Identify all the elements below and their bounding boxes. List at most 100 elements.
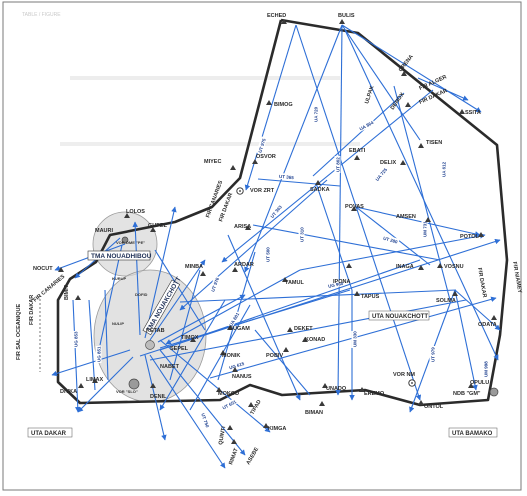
fir-dakar-e: FIR DAKAR (476, 267, 487, 298)
wp-solma: SOLMA (436, 298, 456, 304)
wp-deket: DEKET (294, 326, 313, 332)
route-label-ug851: UG 851 (97, 346, 102, 362)
route-label-ut560: UT 560 (266, 247, 271, 262)
route-label-um998: UM 998 (484, 361, 489, 377)
waypoint-markers (58, 19, 497, 444)
route-label-ut310: UT 310 (300, 227, 305, 242)
ndb-gm-icon (489, 387, 499, 397)
wp-sepel: SEPEL (170, 346, 189, 352)
wp-tisen: TISEN (426, 140, 442, 146)
vor-slo-label: VOR "SLO" (116, 389, 138, 394)
wp-amsen: AMSEN (396, 214, 416, 220)
uta-labels: UTA NOUAKCHOTT UTA DAKAR UTA BAMAKO (27, 310, 498, 438)
wp-ardar: ARDAR (234, 262, 254, 268)
route-label-ua612: UA 612 (442, 161, 447, 177)
wp-quinti: QUINTI (218, 425, 227, 445)
route-label-ut862: UT 862 (336, 157, 341, 172)
fir-dakar-left: FIR DAKAR (29, 295, 35, 325)
wp-odata: ODATA (478, 322, 497, 328)
wp-vosnu: VOSNU (444, 264, 464, 270)
wp-gupel: GUPEL (148, 223, 168, 229)
wp-inaga: INAGA (396, 264, 414, 270)
wp-bulis: BULIS (338, 13, 355, 19)
route-label-ut975: UT 975 (257, 137, 266, 153)
wp-bugam: BUGAM (229, 326, 250, 332)
wp-tapus: TAPUS (361, 294, 380, 300)
wp-ketab: KETAB (146, 328, 165, 334)
wp-denil: DENIL (150, 394, 167, 400)
wp-tamul: TAMUL (285, 280, 304, 286)
route-label-ut365: UT 365 (279, 174, 295, 180)
wp-ssita: SSITA (465, 110, 481, 116)
wp-nabet: NABET (160, 364, 180, 370)
wp-delix: DELIX (380, 160, 397, 166)
wp-unado: UNADO (326, 386, 347, 392)
wp-nanus: NANUS (232, 374, 252, 380)
wp-ipona: IPONA (333, 279, 350, 285)
route-label-ut280: UT 280 (383, 236, 399, 245)
route-labels: UT 975 UA 720 UA 864 UT 365 UT 862 UT 36… (72, 106, 489, 430)
wp-kimga: KIMGA (268, 426, 286, 432)
wp-bimit: BIMIT (64, 284, 70, 300)
wp-bimog: BIMOG (274, 102, 293, 108)
faint-header: TABLE / FIGURE (22, 12, 360, 146)
wp-osvor: OSVOR (256, 154, 276, 160)
wp-ulpak: ULPAK (364, 85, 375, 105)
wp-timox: TIMOX (181, 335, 199, 341)
fir-boundary (56, 18, 509, 407)
wp-konad: KONAD (305, 337, 325, 343)
ndb-gm-label: NDB "GM" (453, 391, 481, 397)
wp-limax: LIMAX (86, 377, 103, 383)
uta-bamako: UTA BAMAKO (452, 431, 493, 437)
waypoint-labels: ECHED BULIS BIMOG OSVOR MIYEC SADKA EBAT… (33, 13, 497, 466)
wp-nulip: NULIP (112, 321, 124, 326)
fir-niamey: FIR NIAMEY (511, 261, 522, 294)
wp-povas: POVAS (345, 204, 364, 210)
wp-kurup: KURUP (112, 276, 127, 281)
wp-miyec: MIYEC (204, 159, 221, 165)
wp-minba: MINBA (185, 264, 203, 270)
route-label-ut979: UT 979 (431, 347, 436, 362)
nouakchott-center-icon (145, 340, 155, 350)
route-label-um731: UM 731 (423, 221, 428, 237)
wp-lolos: LOLOS (126, 209, 145, 215)
wp-pobiv: POBIV (266, 353, 283, 359)
fir-sal-oceanique: FIR SAL OCEANIQUE (16, 304, 22, 360)
wp-divka: DIVKA (60, 389, 77, 395)
wp-arisa: ARISA (234, 224, 251, 230)
route-label-ut750: UT 750 (200, 413, 210, 429)
vor-pe-icon (121, 236, 129, 244)
route-label-ut601: UT 601 (222, 399, 238, 411)
wp-nocut: NOCUT (33, 266, 53, 272)
wp-mokod: MOKOD (218, 391, 239, 397)
wp-eremo: EREMO (364, 391, 385, 397)
wp-sadka: SADKA (310, 187, 330, 193)
route-label-ua720: UA 720 (314, 106, 319, 122)
route-label-ua864: UA 864 (359, 120, 375, 132)
svg-text:TABLE / FIGURE: TABLE / FIGURE (22, 12, 61, 18)
uta-dakar: UTA DAKAR (31, 431, 67, 437)
wp-potol: POTOL (460, 234, 479, 240)
wp-monik: MONIK (222, 353, 240, 359)
vor-pe-label: VOR-DME "PE" (116, 240, 145, 245)
wp-eched: ECHED (267, 13, 286, 19)
wp-ebati: EBATI (349, 148, 366, 154)
vor-zrt-label: VOR ZRT (250, 188, 275, 194)
wp-mauri: MAURI (95, 228, 113, 234)
vor-slo-icon (128, 378, 140, 390)
wp-opulu: OPULU (470, 380, 489, 386)
wp-dofid: DOFID (135, 292, 148, 297)
tma-nouadhibou: TMA NOUADHIBOU (91, 253, 152, 260)
wp-ontol: ONTOL (424, 404, 444, 410)
navaid-labels: VOR ZRT VOR NM NDB "GM" VOR-DME "PE" VOR… (116, 188, 481, 397)
route-label-ug853: UG 853 (74, 331, 79, 347)
uta-nouakchott: UTA NOUAKCHOTT (372, 314, 428, 320)
route-label-ug960: UG 960 (328, 281, 345, 289)
route-label-um330: UM 330 (353, 331, 358, 347)
route-label-ug615: UG 615 (229, 361, 246, 370)
wp-biman: BIMAN (305, 410, 323, 416)
wp-rimat: RIMAT (228, 447, 240, 466)
navaid-symbols (121, 187, 499, 397)
vor-nm-label: VOR NM (393, 372, 415, 378)
